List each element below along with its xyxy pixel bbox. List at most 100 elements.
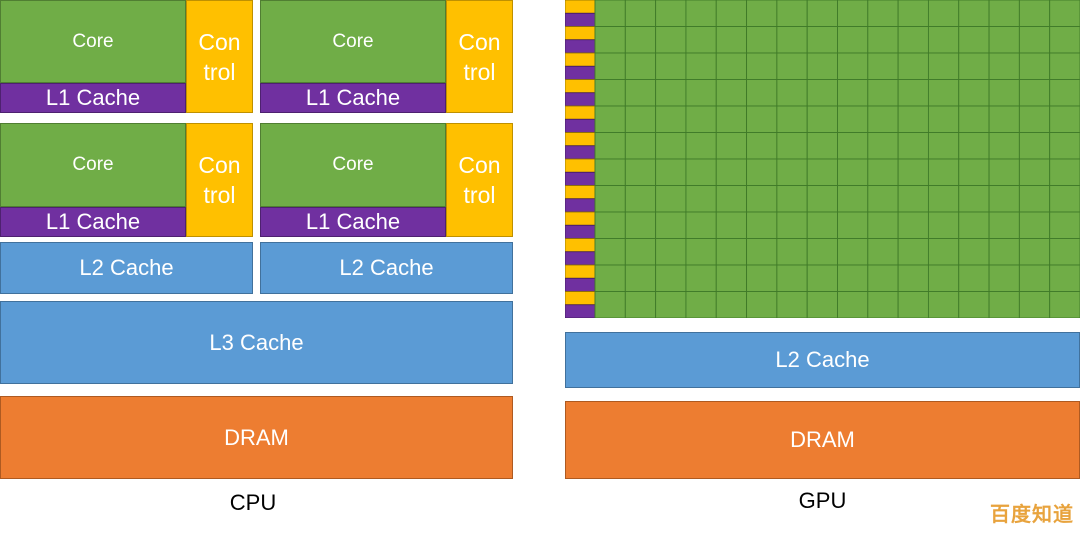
gpu-alu-cell — [897, 52, 929, 80]
gpu-alu-cell — [685, 238, 717, 266]
gpu-l2-label: L2 Cache — [775, 347, 870, 372]
gpu-alu-cell — [1018, 26, 1051, 54]
gpu-alu-cell — [1018, 264, 1051, 292]
gpu-alu-cell — [715, 0, 748, 27]
gpu-alu-cell — [927, 291, 960, 318]
gpu-alu-cell — [685, 79, 717, 107]
gpu-control-cell — [565, 264, 596, 279]
cpu-l2-cache-1: L2 Cache — [0, 242, 253, 294]
gpu-alu-cell — [594, 132, 626, 160]
gpu-alu-cell — [837, 79, 869, 107]
gpu-alu-cell — [594, 105, 626, 133]
gpu-alu-cell — [837, 238, 869, 266]
gpu-alu-cell — [897, 0, 929, 27]
gpu-cache-cell — [565, 39, 596, 54]
gpu-alu-cell — [655, 238, 687, 266]
gpu-alu-cell — [594, 158, 626, 186]
gpu-alu-cell — [806, 132, 838, 160]
gpu-alu-cell — [897, 238, 929, 266]
gpu-alu-cell — [1049, 238, 1080, 266]
gpu-alu-cell — [624, 79, 657, 107]
watermark-logo: 百度知道 — [990, 502, 1074, 526]
gpu-alu-cell — [746, 0, 778, 27]
gpu-alu-cell — [1049, 264, 1080, 292]
gpu-alu-cell — [927, 79, 960, 107]
gpu-alu-cell — [715, 158, 748, 186]
gpu-alu-cell — [715, 105, 748, 133]
gpu-alu-cell — [715, 79, 748, 107]
gpu-alu-cell — [806, 0, 838, 27]
gpu-alu-cell — [958, 105, 990, 133]
gpu-alu-cell — [685, 105, 717, 133]
gpu-cache-cell — [565, 145, 596, 160]
gpu-alu-cell — [655, 185, 687, 213]
gpu-alu-cell — [958, 185, 990, 213]
gpu-alu-cell — [1018, 238, 1051, 266]
gpu-alu-cell — [715, 291, 748, 318]
gpu-alu-cell — [837, 185, 869, 213]
gpu-alu-cell — [746, 238, 778, 266]
gpu-alu-cell — [1049, 105, 1080, 133]
gpu-alu-cell — [624, 291, 657, 318]
gpu-alu-cell — [837, 264, 869, 292]
cpu-control-label: Con trol — [198, 152, 241, 208]
gpu-alu-cell — [988, 185, 1020, 213]
gpu-alu-cell — [715, 26, 748, 54]
gpu-alu-cell — [897, 264, 929, 292]
cpu-l1-cache-2: L1 Cache — [260, 83, 446, 113]
gpu-cache-cell — [565, 224, 596, 239]
gpu-alu-cell — [655, 26, 687, 54]
gpu-alu-cell — [837, 26, 869, 54]
gpu-cache-cell — [565, 304, 596, 318]
gpu-alu-cell — [897, 79, 929, 107]
gpu-control-cell — [565, 52, 596, 67]
gpu-alu-cell — [715, 52, 748, 80]
gpu-alu-cell — [806, 238, 838, 266]
cpu-l2-cache-2: L2 Cache — [260, 242, 513, 294]
gpu-alu-cell — [806, 26, 838, 54]
gpu-alu-cell — [837, 211, 869, 239]
cpu-core-label: Core — [72, 30, 114, 52]
gpu-alu-cell — [594, 185, 626, 213]
gpu-alu-cell — [867, 52, 899, 80]
gpu-alu-cell — [1049, 52, 1080, 80]
gpu-alu-cell — [776, 0, 808, 27]
gpu-alu-cell — [806, 158, 838, 186]
gpu-alu-cell — [806, 52, 838, 80]
gpu-alu-cell — [867, 158, 899, 186]
gpu-alu-cell — [655, 264, 687, 292]
gpu-control-cell — [565, 132, 596, 147]
gpu-alu-cell — [988, 132, 1020, 160]
gpu-alu-cell — [958, 0, 990, 27]
gpu-alu-cell — [776, 264, 808, 292]
gpu-alu-cell — [776, 26, 808, 54]
cpu-control-2: Con trol — [446, 0, 513, 113]
gpu-alu-cell — [988, 211, 1020, 239]
gpu-alu-cell — [1018, 185, 1051, 213]
cpu-l3-label: L3 Cache — [209, 329, 304, 355]
gpu-alu-cell — [867, 264, 899, 292]
gpu-cache-cell — [565, 65, 596, 80]
gpu-alu-cell — [897, 26, 929, 54]
gpu-alu-cell — [988, 105, 1020, 133]
gpu-control-cell — [565, 105, 596, 120]
gpu-alu-cell — [655, 0, 687, 27]
gpu-alu-cell — [1018, 0, 1051, 27]
gpu-alu-cell — [685, 0, 717, 27]
gpu-alu-cell — [594, 291, 626, 318]
gpu-alu-cell — [594, 0, 626, 27]
cpu-core-label: Core — [332, 30, 374, 52]
gpu-alu-cell — [958, 132, 990, 160]
gpu-alu-cell — [1018, 132, 1051, 160]
gpu-alu-cell — [655, 158, 687, 186]
gpu-alu-cell — [867, 0, 899, 27]
gpu-alu-cell — [958, 211, 990, 239]
gpu-cache-cell — [565, 171, 596, 186]
gpu-alu-cell — [927, 26, 960, 54]
gpu-alu-cell — [655, 291, 687, 318]
gpu-alu-cell — [685, 264, 717, 292]
gpu-alu-cell — [624, 0, 657, 27]
gpu-alu-cell — [594, 264, 626, 292]
gpu-alu-cell — [746, 158, 778, 186]
gpu-cache-cell — [565, 92, 596, 107]
